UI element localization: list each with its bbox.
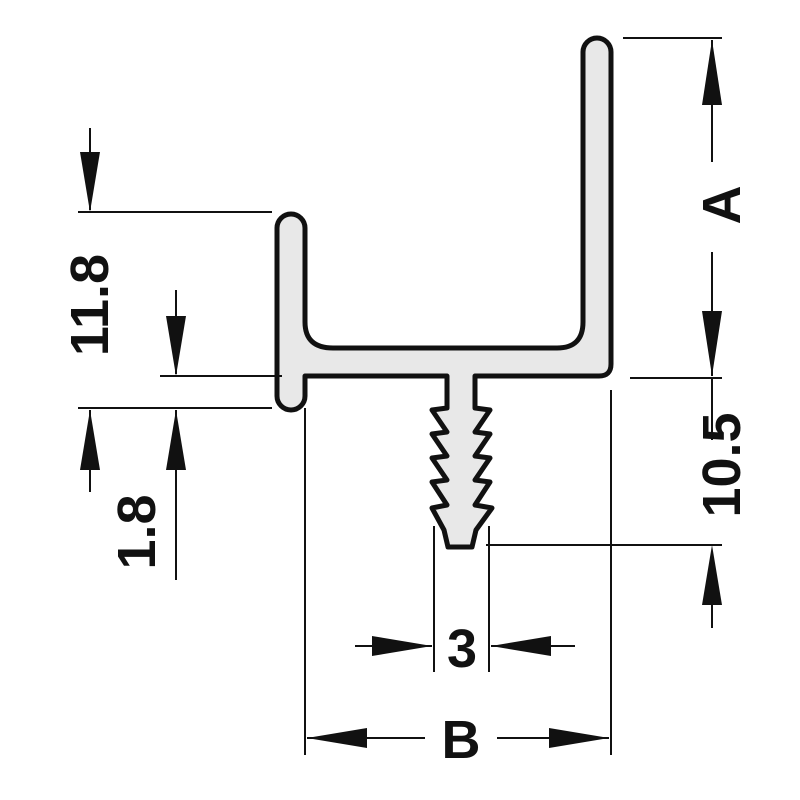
dimension-a: A: [623, 37, 752, 379]
dimension-flange-height: 11.8: [60, 128, 282, 377]
dimension-stem-width: 3: [355, 526, 575, 679]
dimension-stem-width-label: 3: [447, 619, 477, 679]
profile-cross-section: [274, 35, 614, 550]
dimension-wall-thickness: 1.8: [78, 407, 272, 580]
dimension-stem-depth: 10.5: [486, 378, 752, 628]
dimension-b-label: B: [442, 710, 481, 770]
dimension-flange-height-label: 11.8: [60, 254, 120, 356]
dimension-b: B: [304, 390, 612, 770]
dimension-a-label: A: [692, 186, 752, 225]
dimension-wall-thickness-label: 1.8: [107, 494, 167, 569]
dimension-stem-depth-label: 10.5: [692, 412, 752, 517]
